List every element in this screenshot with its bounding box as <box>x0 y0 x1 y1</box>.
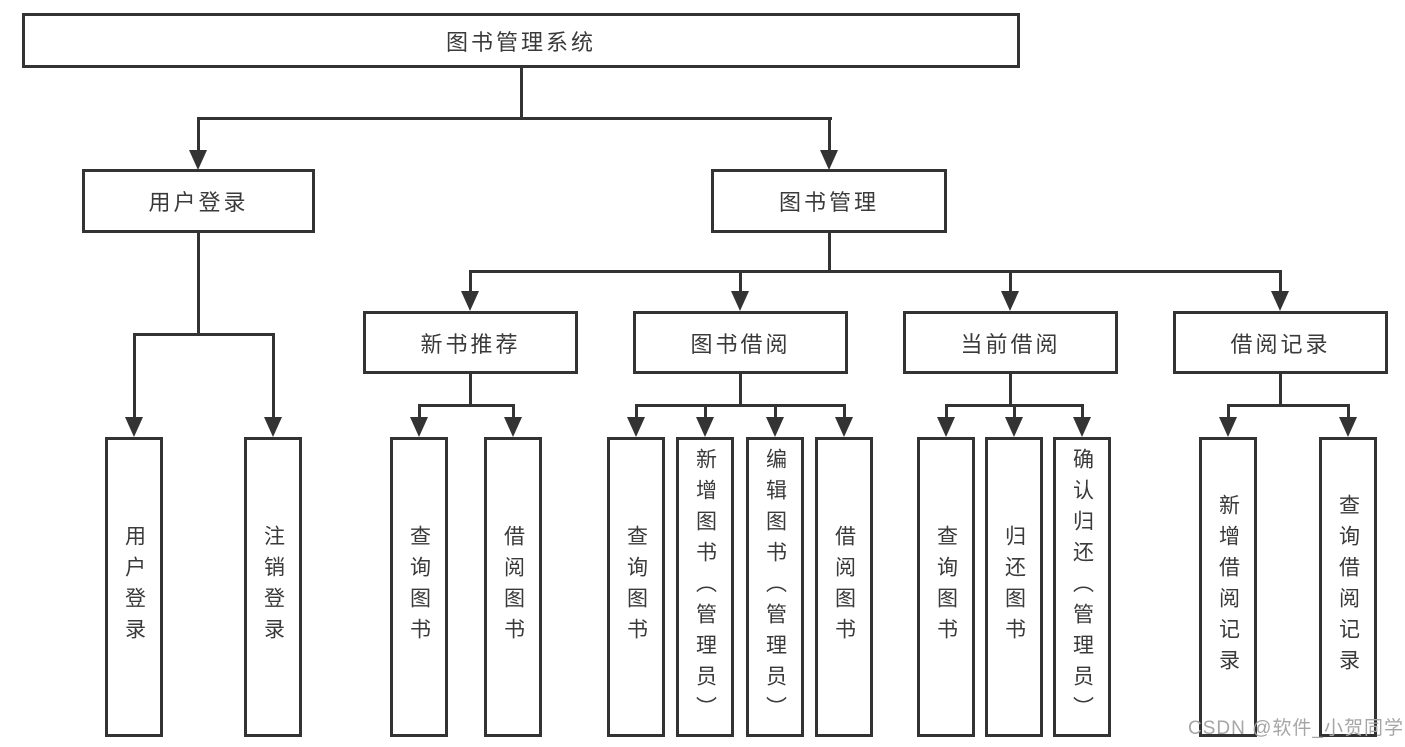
leaf-add-borrow-record-label: 新增借阅记录 <box>1216 494 1240 680</box>
connector-line <box>417 406 421 421</box>
connector-line <box>842 406 846 421</box>
node-user-login: 用户登录 <box>82 169 315 233</box>
leaf-add-book-admin: 新增图书（管理员） <box>676 437 734 737</box>
node-borrow-records: 借阅记录 <box>1173 311 1388 374</box>
connector-line <box>827 233 831 272</box>
node-new-book-recommend: 新书推荐 <box>363 311 578 374</box>
connector-line <box>417 404 515 407</box>
connector-line <box>1008 374 1012 406</box>
leaf-add-book-admin-label: 新增图书（管理员） <box>693 447 717 727</box>
connector-line <box>1080 406 1084 421</box>
connector-line <box>1226 406 1230 421</box>
node-book-management: 图书管理 <box>711 169 947 233</box>
leaf-confirm-return-admin: 确认归还（管理员） <box>1053 437 1111 737</box>
arrowhead-down-icon <box>1271 291 1289 311</box>
leaf-borrow-books-recommend: 借阅图书 <box>484 437 542 737</box>
arrowhead-down-icon <box>1001 291 1019 311</box>
leaf-query-books-recommend-label: 查询图书 <box>407 525 431 649</box>
connector-line <box>196 233 200 335</box>
arrowhead-down-icon <box>504 417 522 437</box>
connector-line <box>271 335 275 421</box>
connector-line <box>132 335 136 421</box>
connector-line <box>634 404 846 407</box>
leaf-logout-label: 注销登录 <box>261 525 285 649</box>
leaf-edit-book-admin-label: 编辑图书（管理员） <box>763 447 787 727</box>
csdn-watermark: CSDN @软件_小贺同学 <box>1188 718 1404 739</box>
leaf-borrow-books-recommend-label: 借阅图书 <box>501 525 525 649</box>
connector-line <box>468 272 472 295</box>
connector-line <box>703 406 707 421</box>
arrowhead-down-icon <box>1073 417 1091 437</box>
node-new-book-recommend-label: 新书推荐 <box>420 331 521 357</box>
node-current-borrow: 当前借阅 <box>903 311 1118 374</box>
arrowhead-down-icon <box>1339 417 1357 437</box>
arrowhead-down-icon <box>461 291 479 311</box>
node-book-borrow: 图书借阅 <box>633 311 848 374</box>
arrowhead-down-icon <box>835 417 853 437</box>
leaf-return-book: 归还图书 <box>985 437 1043 737</box>
leaf-query-books-borrow: 查询图书 <box>607 437 665 737</box>
leaf-user-login: 用户登录 <box>105 437 163 737</box>
arrowhead-down-icon <box>937 417 955 437</box>
connector-line <box>944 404 1084 407</box>
connector-line <box>773 406 777 421</box>
node-library-management-system: 图书管理系统 <box>22 13 1020 68</box>
arrowhead-down-icon <box>1219 417 1237 437</box>
leaf-query-borrow-record: 查询借阅记录 <box>1319 437 1377 737</box>
connector-line <box>1012 406 1016 421</box>
node-library-management-system-label: 图书管理系统 <box>445 29 596 55</box>
leaf-edit-book-admin: 编辑图书（管理员） <box>746 437 804 737</box>
arrowhead-down-icon <box>1005 417 1023 437</box>
connector-line <box>1008 272 1012 295</box>
leaf-query-borrow-record-label: 查询借阅记录 <box>1336 494 1360 680</box>
leaf-query-books-current: 查询图书 <box>917 437 975 737</box>
leaf-query-books-borrow-label: 查询图书 <box>624 525 648 649</box>
arrowhead-down-icon <box>696 417 714 437</box>
connector-line <box>634 406 638 421</box>
connector-line <box>1278 374 1282 406</box>
arrowhead-down-icon <box>766 417 784 437</box>
leaf-add-borrow-record: 新增借阅记录 <box>1199 437 1257 737</box>
arrowhead-down-icon <box>820 150 838 170</box>
arrowhead-down-icon <box>264 417 282 437</box>
connector-line <box>519 68 523 119</box>
node-borrow-records-label: 借阅记录 <box>1230 331 1331 357</box>
arrowhead-down-icon <box>731 291 749 311</box>
arrowhead-down-icon <box>189 150 207 170</box>
leaf-query-books-current-label: 查询图书 <box>934 525 958 649</box>
connector-line <box>827 119 831 152</box>
connector-line <box>1226 404 1350 407</box>
connector-line <box>468 270 1282 273</box>
connector-line <box>196 119 200 152</box>
node-user-login-label: 用户登录 <box>148 190 249 215</box>
leaf-borrow-books-label: 借阅图书 <box>832 525 856 649</box>
connector-line <box>196 117 832 120</box>
arrowhead-down-icon <box>627 417 645 437</box>
connector-line <box>1346 406 1350 421</box>
leaf-query-books-recommend: 查询图书 <box>390 437 448 737</box>
connector-line <box>511 406 515 421</box>
leaf-confirm-return-admin-label: 确认归还（管理员） <box>1070 447 1094 727</box>
leaf-logout: 注销登录 <box>244 437 302 737</box>
connector-line <box>944 406 948 421</box>
connector-line <box>468 374 472 406</box>
connector-line <box>738 374 742 406</box>
node-book-management-label: 图书管理 <box>778 190 879 215</box>
node-current-borrow-label: 当前借阅 <box>960 331 1061 357</box>
arrowhead-down-icon <box>410 417 428 437</box>
leaf-borrow-books: 借阅图书 <box>815 437 873 737</box>
connector-line <box>132 333 275 336</box>
connector-line <box>738 272 742 295</box>
arrowhead-down-icon <box>125 417 143 437</box>
leaf-user-login-label: 用户登录 <box>122 525 146 649</box>
node-book-borrow-label: 图书借阅 <box>690 331 791 357</box>
leaf-return-book-label: 归还图书 <box>1002 525 1026 649</box>
connector-line <box>1278 272 1282 295</box>
